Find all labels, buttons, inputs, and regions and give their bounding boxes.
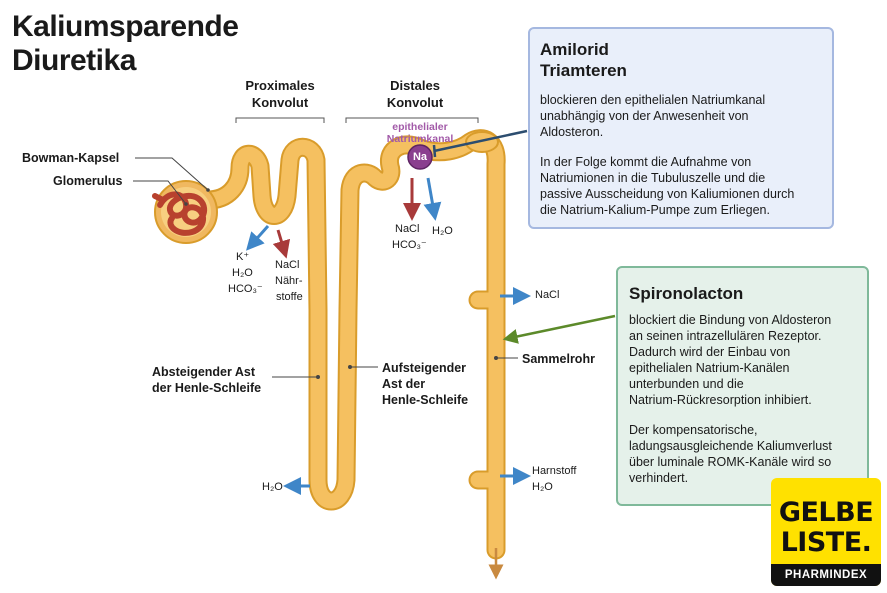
box2-p2-line: Der kompensatorische, [629, 423, 758, 437]
info-box-amilorid: Amilorid Triamteren blockieren den epith… [528, 27, 834, 229]
logo-line-2: LISTE. [780, 527, 872, 558]
bracket-proximal [235, 117, 325, 123]
header-distal: Distales Konvolut [355, 77, 475, 111]
label-channel-line-1: epithelialer [392, 121, 448, 133]
box1-p2-line: Natriumionen in die Tubuluszelle und die [540, 171, 766, 185]
box1-paragraph-2: In der Folge kommt die Aufnahme von Natr… [540, 154, 794, 218]
arrow-h2o-dist [423, 177, 442, 221]
label-descending: Absteigender Ast der Henle-Schleife [152, 364, 261, 396]
box1-p2-line: passive Ausscheidung von Kaliumionen dur… [540, 187, 795, 201]
label-h2o-prox: H₂O [232, 267, 253, 279]
label-ascending-line-2: Ast der [382, 377, 426, 391]
header-proximal: Proximales Konvolut [220, 77, 340, 111]
arrow-k-out [246, 225, 270, 251]
box2-paragraph-2: Der kompensatorische, ladungsausgleichen… [629, 422, 832, 486]
label-descending-line-2: der Henle-Schleife [152, 381, 262, 395]
label-channel-line-2: Natriumkanal [386, 133, 454, 145]
title-line-1: Kaliumsparende [12, 10, 239, 43]
box2-p1-line: Dadurch wird der Einbau von [629, 345, 791, 359]
box2-p1-line: Natrium-Rückresorption inhibiert. [629, 393, 812, 407]
label-naehr-2: stoffe [276, 291, 303, 303]
label-nacl-coll: NaCl [535, 289, 560, 301]
box1-title-line-1: Amilorid [540, 40, 609, 59]
title-line-2: Diuretika [12, 44, 136, 77]
label-ascending-line-3: Henle-Schleife [382, 393, 469, 407]
box2-p2-line: über luminale ROMK-Kanäle wird so [629, 455, 832, 469]
na-channel-circle [407, 144, 433, 170]
bracket-distal [345, 117, 479, 123]
box1-paragraph-1: blockieren den epithelialen Natriumkanal… [540, 92, 765, 140]
label-k: K⁺ [236, 251, 250, 263]
box2-p1-line: epithelialen Natrium-Kanälen [629, 361, 790, 375]
collecting-duct-top [465, 131, 499, 153]
pointer-box2 [502, 314, 616, 344]
box1-title-line-2: Triamteren [540, 61, 627, 80]
box2-p2-line: ladungsausgleichende Kaliumverlust [629, 439, 832, 453]
header-distal-line-2: Konvolut [386, 95, 444, 110]
label-channel: epithelialer Natriumkanal [380, 121, 460, 145]
label-sammelrohr: Sammelrohr [522, 352, 595, 366]
label-ascending-line-1: Aufsteigender [382, 361, 467, 375]
box2-title: Spironolacton [629, 284, 744, 303]
label-h2o-dist: H₂O [432, 225, 453, 237]
logo-line-1: GELBE [778, 497, 874, 528]
label-h2o-coll: H₂O [532, 481, 553, 493]
label-hco3-prox: HCO₃⁻ [228, 283, 263, 295]
box1-p1-line: blockieren den epithelialen Natriumkanal [540, 93, 766, 107]
tubule-fill [200, 131, 504, 558]
header-distal-line-1: Distales [390, 78, 440, 93]
box1-title: Amilorid Triamteren [540, 39, 627, 81]
glomerulus-icon [157, 191, 208, 236]
label-naehr-1: Nähr- [275, 275, 303, 287]
page-title: Kaliumsparende Diuretika [12, 10, 239, 78]
na-label: Na [412, 151, 428, 163]
label-h2o-loop: H₂O [262, 481, 283, 493]
leader-glomerulus [133, 180, 187, 205]
box1-p2-line: die Natrium-Kalium-Pumpe zum Erliegen. [540, 203, 770, 217]
arrow-nacl-prox [272, 229, 291, 259]
label-descending-line-1: Absteigender Ast [152, 365, 256, 379]
box1-p1-line: Aldosteron. [540, 125, 604, 139]
header-proximal-line-1: Proximales [245, 78, 315, 93]
label-hco3-dist: HCO₃⁻ [392, 239, 427, 251]
label-ascending: Aufsteigender Ast der Henle-Schleife [382, 360, 468, 408]
box2-p2-line: verhindert. [629, 471, 689, 485]
pointer-box1 [433, 129, 528, 153]
leader-bowman [135, 157, 209, 191]
box1-p1-line: unabhängig von der Anwesenheit von [540, 109, 749, 123]
box2-paragraph-1: blockiert die Bindung von Aldosteron an … [629, 312, 831, 408]
header-proximal-line-2: Konvolut [251, 95, 309, 110]
label-harnstoff: Harnstoff [532, 465, 577, 477]
logo-subtitle: PHARMINDEX [771, 564, 881, 586]
label-bowman: Bowman-Kapsel [22, 151, 120, 165]
label-nacl-prox: NaCl [275, 259, 300, 271]
box1-p2-line: In der Folge kommt die Aufnahme von [540, 155, 752, 169]
box2-p1-line: an seinen intrazellulären Rezeptor. [629, 329, 822, 343]
box2-p1-line: unterbunden und die [629, 377, 744, 391]
label-glomerulus: Glomerulus [53, 174, 123, 188]
info-box-spironolacton: Spironolacton blockiert die Bindung von … [616, 266, 869, 506]
label-nacl-dist: NaCl [395, 223, 420, 235]
blocker-bar [432, 144, 437, 158]
box2-p1-line: blockiert die Bindung von Aldosteron [629, 313, 832, 327]
gelbe-liste-logo: GELBE LISTE. PHARMINDEX [771, 478, 881, 586]
